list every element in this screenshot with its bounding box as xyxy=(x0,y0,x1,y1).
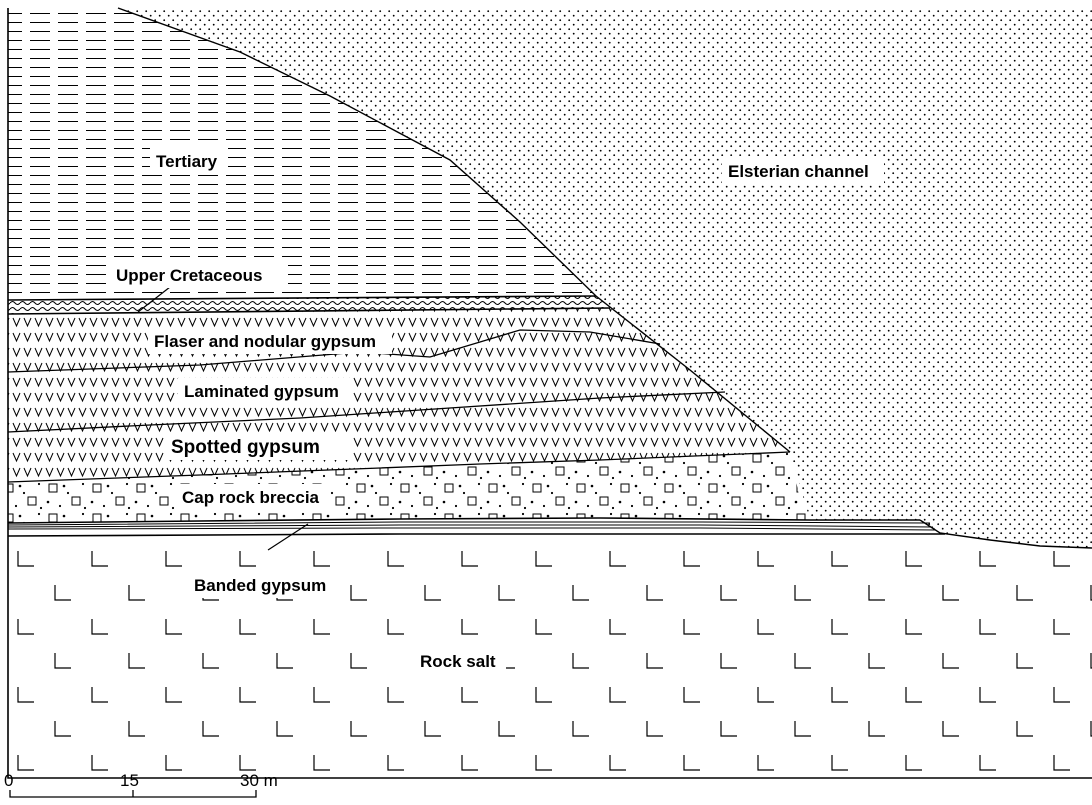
salt-top-line xyxy=(7,533,945,537)
scale-bar: 0 15 30 m xyxy=(4,771,278,798)
banded-gypsum-label: Banded gypsum xyxy=(194,576,326,595)
channel-base-boundary xyxy=(919,519,1092,549)
banded-gypsum-leader-line xyxy=(267,523,309,551)
flaser-base-line xyxy=(7,329,661,373)
tertiary-label: Tertiary xyxy=(156,152,218,171)
rock-salt-unit xyxy=(8,533,1092,778)
flaser-nodular-gypsum-label: Flaser and nodular gypsum xyxy=(154,332,376,351)
elsterian-channel-unit xyxy=(118,8,1092,548)
laminated-base-line xyxy=(7,391,726,433)
cretaceous-leader-line xyxy=(137,286,171,313)
spotted-gypsum-label: Spotted gypsum xyxy=(171,437,320,458)
scale-tick-15: 15 xyxy=(120,771,139,790)
tertiary-unit xyxy=(8,8,596,300)
cretaceous-base-line xyxy=(7,307,611,315)
cap-rock-breccia-label: Cap rock breccia xyxy=(182,488,320,507)
scale-bar-line xyxy=(9,790,257,798)
unit-labels: Tertiary Elsterian channel Upper Cretace… xyxy=(110,146,884,674)
scale-tick-0: 0 xyxy=(4,771,13,790)
section-frame xyxy=(7,8,1092,779)
banded-gypsum-unit xyxy=(7,518,940,533)
rock-salt-label: Rock salt xyxy=(420,652,496,671)
spotted-base-line xyxy=(7,451,791,483)
boundary-lines xyxy=(7,7,1092,551)
channel-boundary xyxy=(117,7,791,453)
elsterian-channel-label: Elsterian channel xyxy=(728,162,869,181)
breccia-base-line xyxy=(7,517,920,524)
scale-tick-30m: 30 m xyxy=(240,771,278,790)
upper-cretaceous-label: Upper Cretaceous xyxy=(116,266,262,285)
laminated-gypsum-label: Laminated gypsum xyxy=(184,382,339,401)
tertiary-base-line xyxy=(7,295,597,301)
